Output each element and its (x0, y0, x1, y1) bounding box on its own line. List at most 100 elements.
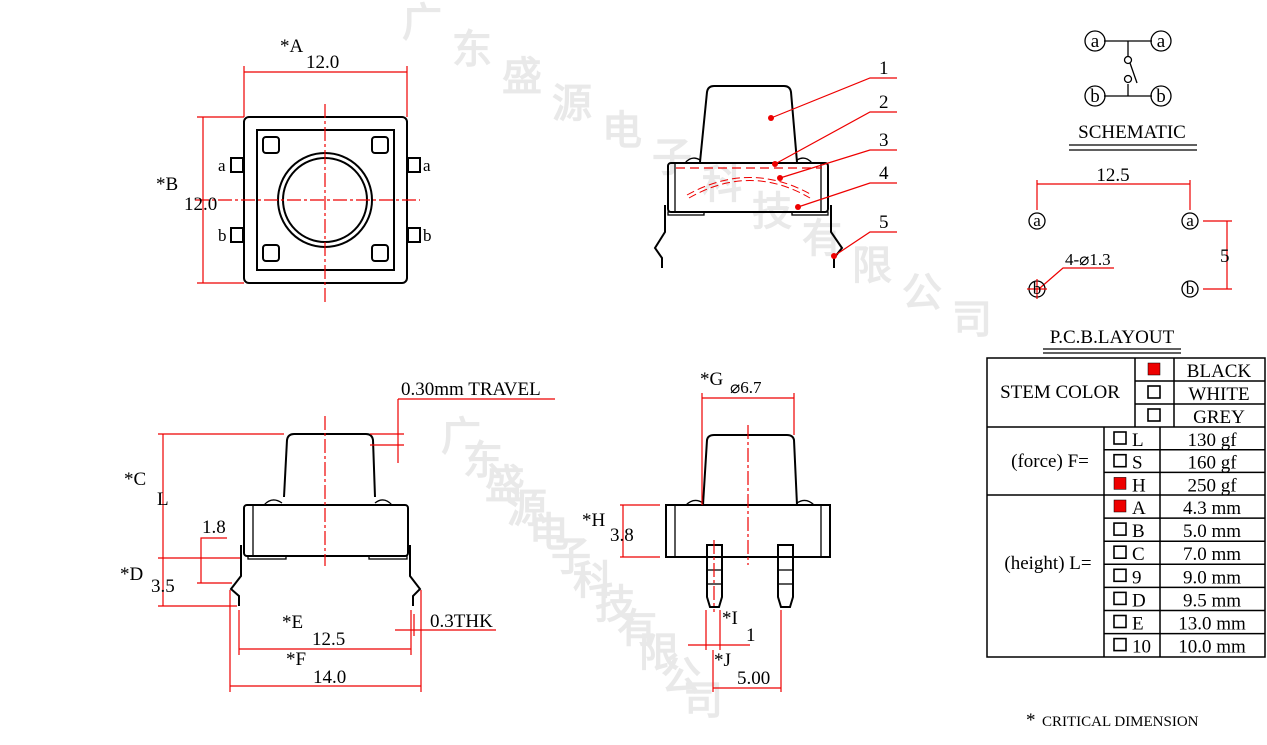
watermark-char-2: 技 (595, 582, 635, 628)
force-value: 160 gf (1187, 453, 1237, 474)
front-view: 0.30mm TRAVEL *C L 1.8 *D 3.5 0.3THK *E … (120, 379, 555, 692)
force-code: S (1132, 453, 1143, 474)
stem-color-checkbox-grey[interactable] (1147, 408, 1161, 422)
node-label: b (1090, 86, 1100, 107)
force-checkbox-l[interactable] (1113, 431, 1127, 445)
watermark-char-2: 广 (441, 414, 481, 460)
stem-color-option: BLACK (1187, 361, 1252, 382)
watermark-char-1: 子 (652, 135, 692, 181)
pin-label: b (423, 226, 432, 245)
stem-color-label: STEM COLOR (1000, 382, 1120, 403)
watermark-char-1: 源 (552, 81, 592, 127)
height-code: 10 (1132, 637, 1151, 658)
height-code: D (1132, 590, 1146, 611)
watermark-char-2: 子 (551, 534, 591, 580)
stem-color-checkbox-white[interactable] (1147, 385, 1161, 399)
dim-b-value: 12.0 (184, 194, 217, 215)
callout-leaders (768, 77, 897, 259)
dim-f-label: *F (286, 649, 306, 670)
watermark-char-1: 盛 (502, 54, 542, 100)
force-code: H (1132, 475, 1146, 496)
side-view: 1 2 3 4 5 (653, 58, 897, 268)
callout-3: 3 (879, 130, 889, 151)
watermark-char-2: 司 (683, 678, 723, 724)
callout-4: 4 (879, 163, 889, 184)
thk-label: 0.3THK (430, 611, 493, 632)
watermark-char-1: 广 (402, 0, 442, 46)
watermark-char-1: 东 (452, 27, 492, 73)
dim-c-value: L (157, 489, 169, 510)
dim-c-label: *C (124, 469, 146, 490)
dim-b-label: *B (156, 174, 178, 195)
watermark-char-2: 电 (529, 510, 569, 556)
force-checkbox-h[interactable] (1113, 477, 1127, 490)
watermark-char-2: 源 (507, 486, 547, 532)
dim-a-value: 12.0 (306, 52, 339, 73)
pad-label: b (1186, 279, 1195, 298)
node-label: b (1156, 86, 1166, 107)
dim-e-label: *E (282, 612, 303, 633)
node-label: a (1157, 31, 1166, 52)
watermark-char-1: 科 (702, 162, 742, 208)
watermark-char-1: 司 (952, 297, 992, 343)
pad-label: b (1033, 279, 1042, 298)
pin-label: a (423, 156, 431, 175)
force-code: L (1132, 430, 1144, 451)
watermark-char-2: 东 (463, 438, 503, 484)
height-label: (height) L= (1004, 553, 1091, 574)
pad-label: a (1186, 211, 1194, 230)
height-checkbox-b[interactable] (1113, 522, 1127, 536)
dim-i-value: 1 (746, 625, 756, 646)
watermark-char-2: 科 (573, 558, 613, 604)
height-value: 9.5 mm (1183, 590, 1241, 611)
height-code: E (1132, 614, 1144, 635)
dim-1-8: 1.8 (202, 517, 226, 538)
stem-color-checkbox-black[interactable] (1147, 362, 1161, 376)
footnote-star: * (1026, 710, 1036, 731)
top-view: a b a b *A 12.0 *B 12.0 (156, 36, 432, 305)
force-value: 250 gf (1187, 475, 1237, 496)
height-value: 7.0 mm (1183, 544, 1241, 565)
pad-label: a (1033, 211, 1041, 230)
height-checkbox-9[interactable] (1113, 568, 1127, 583)
dim-a-label: *A (280, 36, 304, 57)
height-checkbox-e[interactable] (1113, 614, 1127, 629)
dim-d-value: 3.5 (151, 576, 175, 597)
end-view: *G ⌀6.7 *H 3.8 *I 1 *J 5.00 (582, 369, 831, 692)
footnote-text: CRITICAL DIMENSION (1042, 714, 1199, 730)
height-value: 13.0 mm (1178, 614, 1246, 635)
pcb-hole-spec: 4-⌀1.3 (1065, 250, 1111, 269)
callout-2: 2 (879, 92, 889, 113)
watermark-char-1: 公 (902, 270, 942, 316)
force-checkbox-s[interactable] (1113, 453, 1127, 468)
height-code: B (1132, 521, 1145, 542)
height-checkbox-10[interactable] (1113, 637, 1127, 652)
height-checkbox-d[interactable] (1113, 591, 1127, 606)
force-label: (force) F= (1011, 451, 1089, 472)
force-value: 130 gf (1187, 430, 1237, 451)
dim-j-value: 5.00 (737, 668, 770, 689)
pcb-title: P.C.B.LAYOUT (1050, 327, 1175, 348)
schematic-title: SCHEMATIC (1078, 122, 1186, 143)
callout-1: 1 (879, 58, 889, 79)
options-table: STEM COLOR (force) F= (height) L= BLACKW… (986, 357, 1266, 658)
stem-color-option: WHITE (1188, 384, 1249, 405)
travel-label: 0.30mm TRAVEL (401, 379, 541, 400)
watermark-char-2: 盛 (485, 462, 525, 508)
pin-label: b (218, 226, 227, 245)
dim-i-label: *I (722, 608, 738, 629)
height-value: 5.0 mm (1183, 521, 1241, 542)
watermark-char-1: 限 (852, 243, 892, 289)
dim-f-value: 14.0 (313, 667, 346, 688)
node-label: a (1091, 31, 1100, 52)
height-checkbox-c[interactable] (1113, 545, 1127, 560)
dim-e-value: 12.5 (312, 629, 345, 650)
watermark-char-2: 公 (661, 654, 701, 700)
watermark-char-1: 电 (602, 108, 642, 154)
dim-j-label: *J (714, 650, 731, 671)
height-checkbox-a[interactable] (1113, 499, 1127, 513)
callout-5: 5 (879, 212, 889, 233)
height-value: 10.0 mm (1178, 637, 1246, 658)
watermark-char-2: 限 (639, 630, 679, 676)
height-code: A (1132, 498, 1146, 519)
